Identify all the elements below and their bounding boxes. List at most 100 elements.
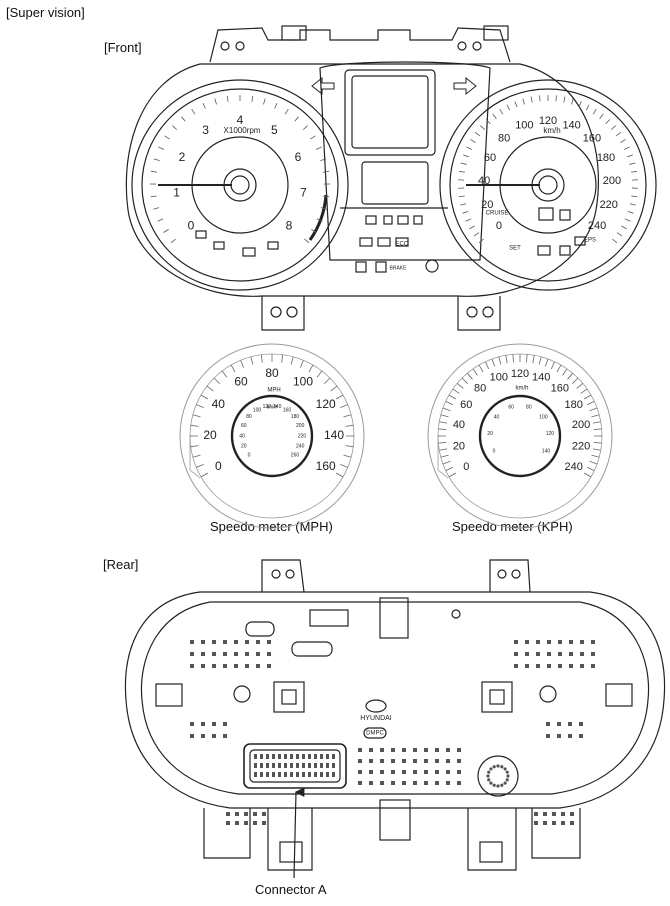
speed-number: 200 <box>603 175 621 187</box>
vent-hole <box>413 770 417 774</box>
connector-pin <box>314 763 317 768</box>
kph-number: 40 <box>453 419 465 431</box>
kph-number: 140 <box>532 372 550 384</box>
tacho-number: 0 <box>188 218 195 232</box>
dial-tick <box>478 364 484 373</box>
vent-hole <box>413 781 417 785</box>
vent-hole <box>358 770 362 774</box>
connector-pin <box>296 772 299 777</box>
vent-hole <box>226 821 230 825</box>
dial-tick <box>544 358 549 367</box>
dial-tick <box>505 355 508 364</box>
dial-tick <box>308 364 314 373</box>
speaker-hole <box>500 783 504 787</box>
connector-pin <box>320 754 323 759</box>
kph-number: 100 <box>490 372 508 384</box>
mph-unit: MPH <box>267 388 280 394</box>
dial-tick <box>442 460 451 465</box>
dial-tick <box>506 104 511 111</box>
dial-tick <box>191 108 196 115</box>
dial-tick <box>190 445 199 448</box>
dial-tick <box>250 356 254 365</box>
vent-hole <box>190 722 194 726</box>
vent-hole <box>245 640 249 644</box>
dial-tick <box>532 355 535 364</box>
dial-tick <box>627 211 634 214</box>
vent-hole <box>391 770 395 774</box>
dial-tick <box>512 354 514 363</box>
dial-tick <box>615 131 622 137</box>
vent-hole <box>569 640 573 644</box>
dial-tick <box>473 232 480 237</box>
vent-hole <box>402 759 406 763</box>
vent-hole <box>514 664 518 668</box>
vent-hole <box>212 640 216 644</box>
dial-tick <box>620 139 626 143</box>
vent-hole <box>223 734 227 738</box>
dial-tick <box>440 414 449 418</box>
connector-pin <box>332 754 335 759</box>
speed-number: 20 <box>481 199 493 211</box>
dial-tick <box>322 170 330 173</box>
vent-hole <box>234 664 238 668</box>
tacho-number: 1 <box>173 186 180 200</box>
vent-hole <box>569 652 573 656</box>
vent-hole <box>253 812 257 816</box>
vent-hole <box>358 759 362 763</box>
mph-number: 0 <box>215 459 222 473</box>
vent-hole <box>514 640 518 644</box>
speed-number: 60 <box>484 152 496 164</box>
vent-hole <box>525 652 529 656</box>
vent-hole <box>446 770 450 774</box>
kph-number: 0 <box>463 461 469 473</box>
dial-tick <box>480 125 486 130</box>
connector-pin <box>326 772 329 777</box>
dial-tick <box>153 207 160 210</box>
mph-number: 40 <box>212 397 226 411</box>
mph-subscale-number: 80 <box>526 405 532 411</box>
connector-pin <box>266 772 269 777</box>
connector-pin <box>326 763 329 768</box>
dial-tick <box>460 203 467 206</box>
vent-hole <box>552 812 556 816</box>
vent-hole <box>267 652 271 656</box>
connector-pin <box>278 763 281 768</box>
dial-tick <box>631 195 638 198</box>
kph-number: 160 <box>551 382 569 394</box>
dial-tick <box>630 170 638 173</box>
vent-hole <box>534 821 538 825</box>
vent-hole <box>446 748 450 752</box>
dial-tick <box>153 158 160 161</box>
dial-tick <box>281 354 284 363</box>
dial-tick <box>627 154 633 158</box>
connector-pin <box>290 763 293 768</box>
dial-tick <box>593 442 602 444</box>
dial-tick <box>458 195 465 198</box>
vent-hole <box>201 734 205 738</box>
vent-hole <box>256 664 260 668</box>
dial-tick <box>181 116 186 122</box>
vent-hole <box>201 640 205 644</box>
kmh-subscale-number: 20 <box>241 444 247 450</box>
dial-tick <box>439 421 448 424</box>
vent-hole <box>579 722 583 726</box>
vent-hole <box>580 652 584 656</box>
front-cluster <box>125 25 657 331</box>
connector-pin <box>254 754 257 759</box>
dial-tick <box>442 407 451 412</box>
vent-hole <box>212 664 216 668</box>
dial-tick <box>563 96 566 103</box>
dial-tick <box>200 472 209 478</box>
vent-hole <box>369 781 373 785</box>
tacho-number: 2 <box>179 150 186 164</box>
dial-tick <box>589 460 598 465</box>
dial-tick <box>472 368 478 376</box>
dial-tick <box>492 113 497 119</box>
vent-hole <box>552 821 556 825</box>
connector-pin <box>284 754 287 759</box>
speaker-hole <box>487 770 491 774</box>
dial-tick <box>550 361 556 370</box>
connector-pin <box>290 772 293 777</box>
dial-tick <box>251 95 254 102</box>
vent-hole <box>514 652 518 656</box>
